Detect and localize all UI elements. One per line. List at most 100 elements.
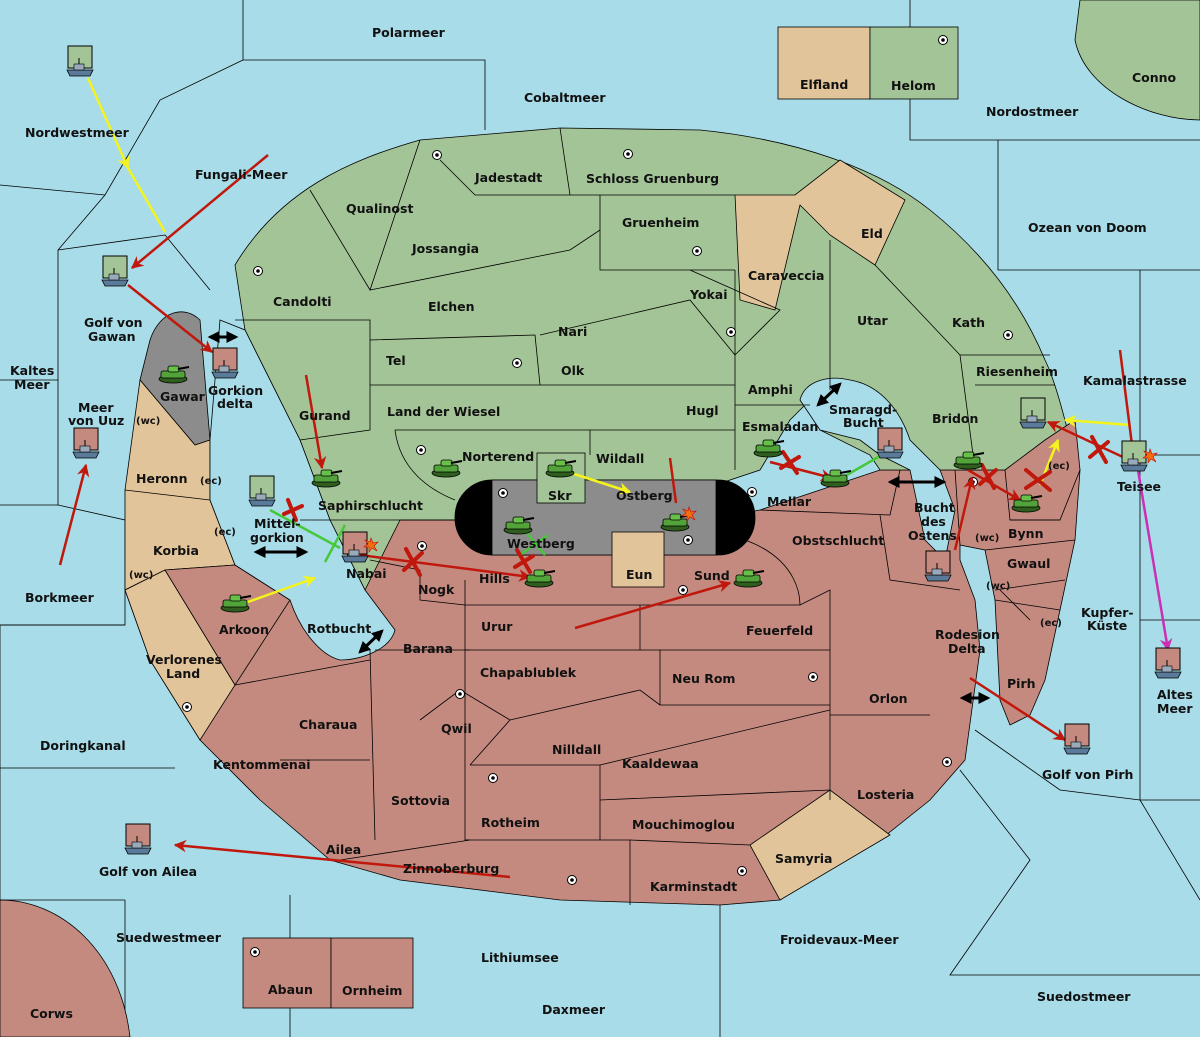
label-skr: Skr bbox=[548, 488, 572, 503]
label-ostberg: Ostberg bbox=[616, 488, 673, 503]
label-ornheim: Ornheim bbox=[342, 983, 402, 998]
label-borkmeer: Borkmeer bbox=[25, 590, 95, 605]
region-ornheim[interactable] bbox=[330, 937, 414, 1009]
label-jadestadt: Jadestadt bbox=[474, 170, 542, 185]
region-caraveccia-eld[interactable] bbox=[734, 159, 906, 311]
label-feuerfeld: Feuerfeld bbox=[746, 623, 813, 638]
label-utar: Utar bbox=[857, 313, 889, 328]
region-samyria[interactable] bbox=[749, 789, 891, 901]
label-zinnoberburg: Zinnoberburg bbox=[403, 861, 499, 876]
label-candolti: Candolti bbox=[273, 294, 332, 309]
sea-mittelgorkion[interactable] bbox=[209, 319, 396, 661]
label-nabai: Nabai bbox=[346, 566, 387, 581]
label-meer-uuz-2: von Uuz bbox=[68, 413, 124, 428]
label-altes-1: Altes bbox=[1157, 687, 1193, 702]
label-caraveccia: Caraveccia bbox=[748, 268, 824, 283]
label-meer-uuz-1: Meer bbox=[78, 400, 114, 415]
label-nogk: Nogk bbox=[418, 582, 455, 597]
label-kath: Kath bbox=[952, 315, 985, 330]
label-froidevaux: Froidevaux-Meer bbox=[780, 932, 899, 947]
label-kaltes-2: Meer bbox=[14, 377, 50, 392]
fleet-icon bbox=[66, 45, 94, 77]
label-kamalastrasse: Kamalastrasse bbox=[1083, 373, 1187, 388]
order-arrow-red bbox=[359, 553, 532, 582]
label-suedwestmeer: Suedwestmeer bbox=[116, 930, 222, 945]
order-arrow-green bbox=[269, 508, 341, 550]
supply-centers bbox=[182, 35, 1013, 957]
label-bynn: Bynn bbox=[1008, 526, 1043, 541]
label-orlon: Orlon bbox=[869, 691, 908, 706]
order-arrow-magenta bbox=[1136, 469, 1173, 652]
label-kaaldewaa: Kaaldewaa bbox=[622, 756, 699, 771]
region-elfland[interactable] bbox=[777, 26, 871, 100]
label-gurand: Gurand bbox=[299, 408, 351, 423]
label-teisee: Teisee bbox=[1117, 479, 1161, 494]
label-helom: Helom bbox=[891, 78, 936, 93]
label-ec-4: (ec) bbox=[1040, 618, 1062, 629]
label-barana: Barana bbox=[403, 641, 453, 656]
order-arrow-red bbox=[668, 457, 678, 504]
label-eun: Eun bbox=[626, 567, 652, 582]
label-schloss: Schloss Gruenburg bbox=[586, 171, 719, 186]
label-westberg: Westberg bbox=[507, 536, 575, 551]
label-hills: Hills bbox=[479, 571, 510, 586]
label-samyria: Samyria bbox=[775, 851, 833, 866]
label-lithiumsee: Lithiumsee bbox=[481, 950, 559, 965]
label-elfland: Elfland bbox=[800, 77, 848, 92]
label-rotbucht: Rotbucht bbox=[307, 621, 371, 636]
region-corws[interactable] bbox=[0, 899, 131, 1037]
order-arrow-red bbox=[304, 374, 327, 470]
label-mouchi: Mouchimoglou bbox=[632, 817, 735, 832]
label-conno: Conno bbox=[1132, 70, 1177, 85]
label-bucht-1: Bucht bbox=[914, 500, 955, 515]
label-kaltes-1: Kaltes bbox=[10, 363, 54, 378]
label-sund: Sund bbox=[694, 568, 730, 583]
order-arrow-red bbox=[953, 476, 976, 551]
label-smaragd-1: Smaragd- bbox=[829, 402, 897, 417]
label-pirh: Pirh bbox=[1007, 676, 1036, 691]
fleet-icon bbox=[124, 823, 152, 855]
label-karminstadt: Karminstadt bbox=[650, 879, 737, 894]
label-suedostmeer: Suedostmeer bbox=[1037, 989, 1131, 1004]
province-borders bbox=[124, 127, 1076, 905]
order-arrow-red bbox=[1118, 349, 1134, 446]
label-ailea: Ailea bbox=[326, 842, 361, 857]
label-abaun: Abaun bbox=[268, 982, 313, 997]
order-arrow-red bbox=[574, 580, 732, 630]
label-heronn: Heronn bbox=[136, 471, 188, 486]
label-esmaladan: Esmaladan bbox=[742, 419, 818, 434]
label-gawar: Gawar bbox=[160, 389, 206, 404]
order-arrow-yellow bbox=[126, 167, 167, 233]
label-polarmeer: Polarmeer bbox=[372, 25, 446, 40]
label-eld: Eld bbox=[861, 226, 883, 241]
label-mittel-1: Mittel- bbox=[254, 516, 301, 531]
label-olk: Olk bbox=[561, 363, 585, 378]
label-wc-2: (wc) bbox=[975, 533, 999, 544]
order-arrow-yellow bbox=[86, 77, 130, 170]
order-arrows bbox=[58, 77, 1173, 879]
label-tel: Tel bbox=[386, 353, 406, 368]
label-wc-4: (wc) bbox=[986, 581, 1010, 592]
fleet-icon bbox=[72, 427, 100, 459]
order-arrow-yellow bbox=[567, 470, 632, 495]
label-elchen: Elchen bbox=[428, 299, 475, 314]
region-conno[interactable] bbox=[1074, 0, 1200, 121]
label-nordwestmeer: Nordwestmeer bbox=[25, 125, 130, 140]
fleet-icon bbox=[1063, 723, 1091, 755]
fleet-icon bbox=[248, 475, 276, 507]
label-losteria: Losteria bbox=[857, 787, 914, 802]
region-eun[interactable] bbox=[611, 531, 665, 588]
label-altes-2: Meer bbox=[1157, 701, 1193, 716]
label-ec-1: (ec) bbox=[200, 476, 222, 487]
label-gwaul: Gwaul bbox=[1007, 556, 1050, 571]
fleet-icon bbox=[1019, 397, 1047, 429]
label-ec-2: (ec) bbox=[1048, 461, 1070, 472]
fleet-icon bbox=[211, 347, 239, 379]
sea-smaragd-bucht[interactable] bbox=[799, 377, 956, 561]
label-doringkanal: Doringkanal bbox=[40, 738, 126, 753]
label-nilldall: Nilldall bbox=[552, 742, 601, 757]
region-verlorenes-land[interactable] bbox=[124, 569, 236, 741]
label-mittel-2: gorkion bbox=[250, 530, 304, 545]
fleet-icon bbox=[876, 427, 904, 459]
